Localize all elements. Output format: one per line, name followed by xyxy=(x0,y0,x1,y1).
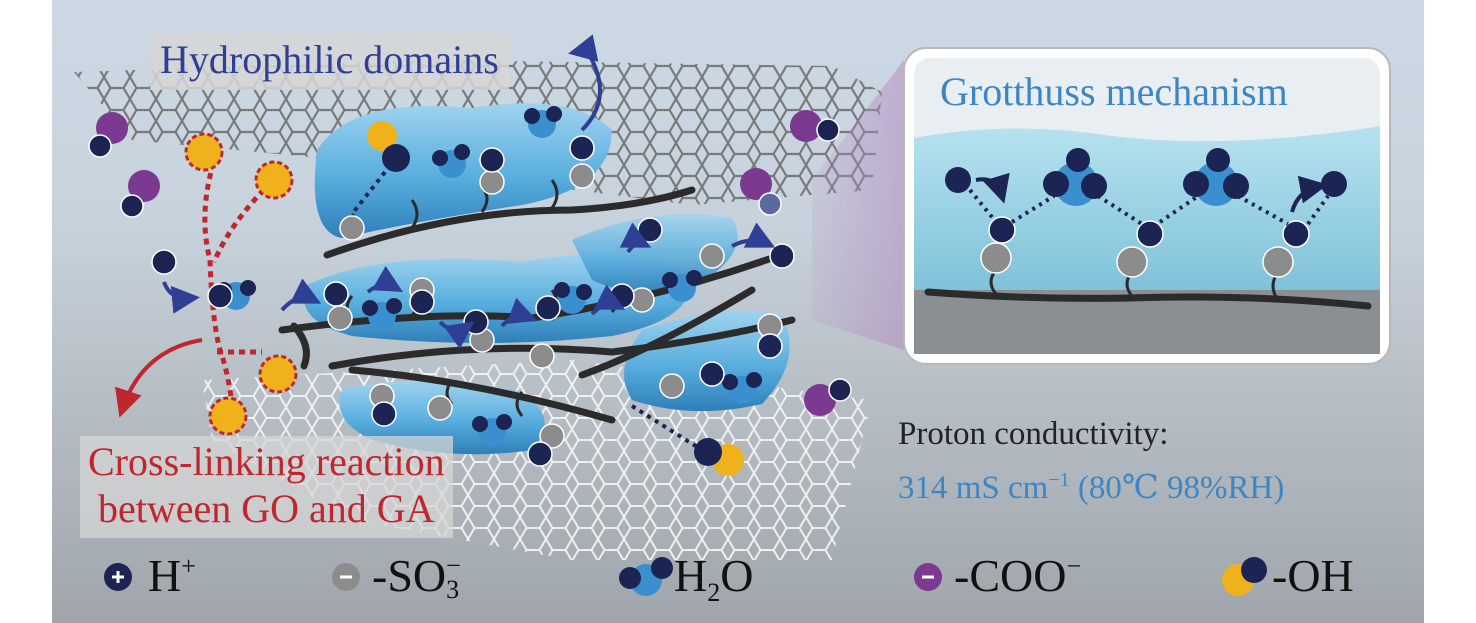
sulfonate-icon xyxy=(332,563,360,591)
legend-hydroxyl-text: -OH xyxy=(1272,550,1354,601)
cross-link-arrow xyxy=(115,338,203,418)
legend-proton-charge: + xyxy=(181,551,196,581)
legend-icons xyxy=(104,557,1267,596)
legend-water-o: O xyxy=(720,550,754,601)
water-icon xyxy=(619,557,673,596)
legend-proton-text: H+ xyxy=(148,553,196,599)
cross-linking-label-line2: between GO and GA xyxy=(98,486,435,532)
legend-sulfonate-subscript: 3 xyxy=(446,575,460,605)
water-molecules xyxy=(216,106,762,446)
legend-water-h: H xyxy=(674,550,708,601)
proton-hopping-arrows xyxy=(162,34,776,350)
hydrophilic-domains-label: Hydrophilic domains xyxy=(150,34,509,90)
legend-proton-symbol: H xyxy=(148,550,182,601)
proton-conductivity-title: Proton conductivity: xyxy=(898,416,1169,452)
carboxylate-icon xyxy=(914,563,942,591)
legend-water-text: H2O xyxy=(674,553,753,606)
cross-linking-label: Cross-linking reaction between GO and GA xyxy=(80,436,453,539)
hydroxyl-icon xyxy=(1222,557,1267,596)
legend-carboxylate-symbol: -COO xyxy=(954,550,1067,601)
grotthuss-mechanism-title: Grotthuss mechanism xyxy=(940,69,1288,114)
legend-sulfonate-text: -SO−3 xyxy=(372,550,461,605)
legend-sulfonate-symbol: -SO xyxy=(372,550,447,601)
cross-linking-label-line1: Cross-linking reaction xyxy=(88,439,445,484)
hydroxyl-groups xyxy=(184,121,744,476)
legend-water-subscript: 2 xyxy=(707,578,721,608)
legend-carboxylate-text: -COO− xyxy=(954,553,1081,599)
figure-canvas: Hydrophilic domains Cross-linking reacti… xyxy=(52,0,1424,623)
hydroxyl-link-dotted-top xyxy=(350,156,398,216)
zoom-cone xyxy=(812,60,904,350)
proton-icon xyxy=(104,563,132,591)
proton-conductivity-value: 314 mS cm−1 (80℃ 98%RH) xyxy=(898,470,1284,505)
grotthuss-inset xyxy=(903,47,1391,365)
membrane-schematic xyxy=(74,34,1391,596)
legend-carboxylate-charge: − xyxy=(1066,551,1082,581)
conductivity-exponent: −1 xyxy=(1048,469,1070,491)
legend-sulfonate-charge: − xyxy=(446,550,461,580)
carboxylate-groups xyxy=(88,110,852,416)
conductivity-conditions: (80℃ 98%RH) xyxy=(1069,470,1285,506)
conductivity-number: 314 mS cm xyxy=(898,470,1049,506)
proton-ions xyxy=(151,135,795,467)
inset-hydronium xyxy=(1043,148,1249,206)
legend-sulfonate-scripts: −3 xyxy=(446,550,461,605)
